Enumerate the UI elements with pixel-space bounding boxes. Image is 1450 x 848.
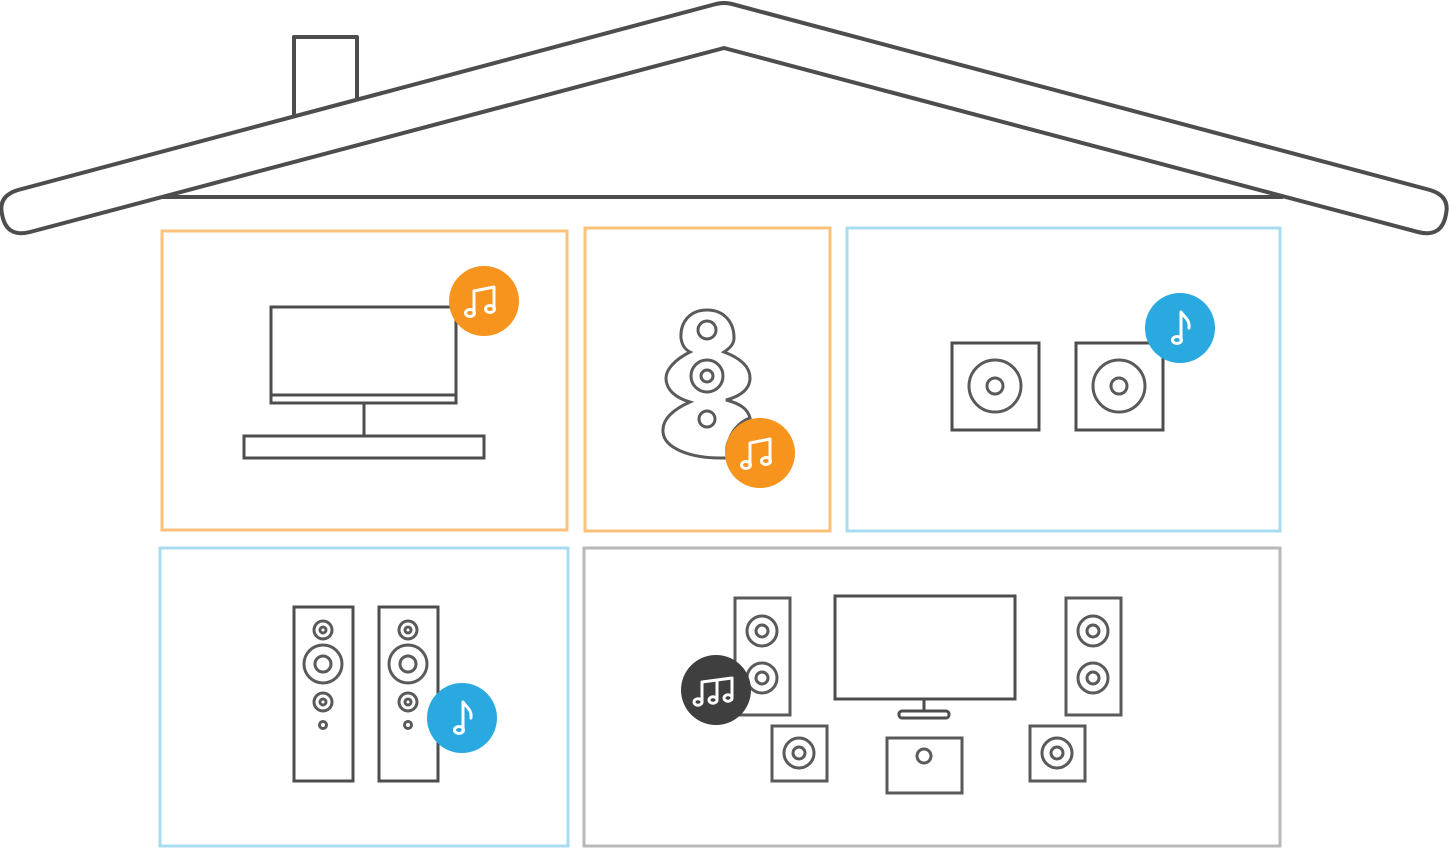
- soundbar: [242, 434, 486, 460]
- bass-port: [697, 409, 717, 429]
- bookshelf-speaker-right: [1074, 341, 1165, 432]
- floorstanding-speaker-left: [292, 605, 355, 783]
- front-left-speaker: [733, 596, 792, 717]
- floorstanding-speaker-right: [377, 605, 440, 783]
- center-speaker: [885, 736, 964, 795]
- woofer-ring: [689, 358, 725, 394]
- front-right-speaker: [1064, 596, 1123, 717]
- room-frame-tv-soundbar: [160, 229, 569, 532]
- room-frame-stacked-speaker: [583, 226, 832, 533]
- woofer-cone: [699, 368, 715, 384]
- badge-dark: [681, 655, 751, 725]
- tweeter-ring: [696, 319, 718, 341]
- floorstanding-speakers: [292, 605, 440, 783]
- television: [833, 594, 1017, 720]
- surround-left-speaker: [770, 724, 829, 783]
- room-frame-floorstanding: [158, 546, 570, 848]
- room-frame-home-theater: [582, 546, 1282, 848]
- badge-blue-1: [1145, 293, 1215, 363]
- badge-blue-2: [427, 683, 497, 753]
- tv-with-soundbar: [242, 305, 486, 460]
- room-frame-bookshelf: [845, 226, 1282, 533]
- bookshelf-speaker-left: [950, 341, 1041, 432]
- bookshelf-speakers: [950, 341, 1165, 432]
- tv-screen: [269, 305, 458, 405]
- roof: [0, 1, 1449, 236]
- surround-sound-system: [733, 594, 1123, 795]
- badge-orange-1: [449, 266, 519, 336]
- chimney: [292, 35, 359, 116]
- badge-orange-2: [725, 418, 795, 488]
- surround-right-speaker: [1028, 724, 1087, 783]
- house-outline: [0, 1, 1449, 236]
